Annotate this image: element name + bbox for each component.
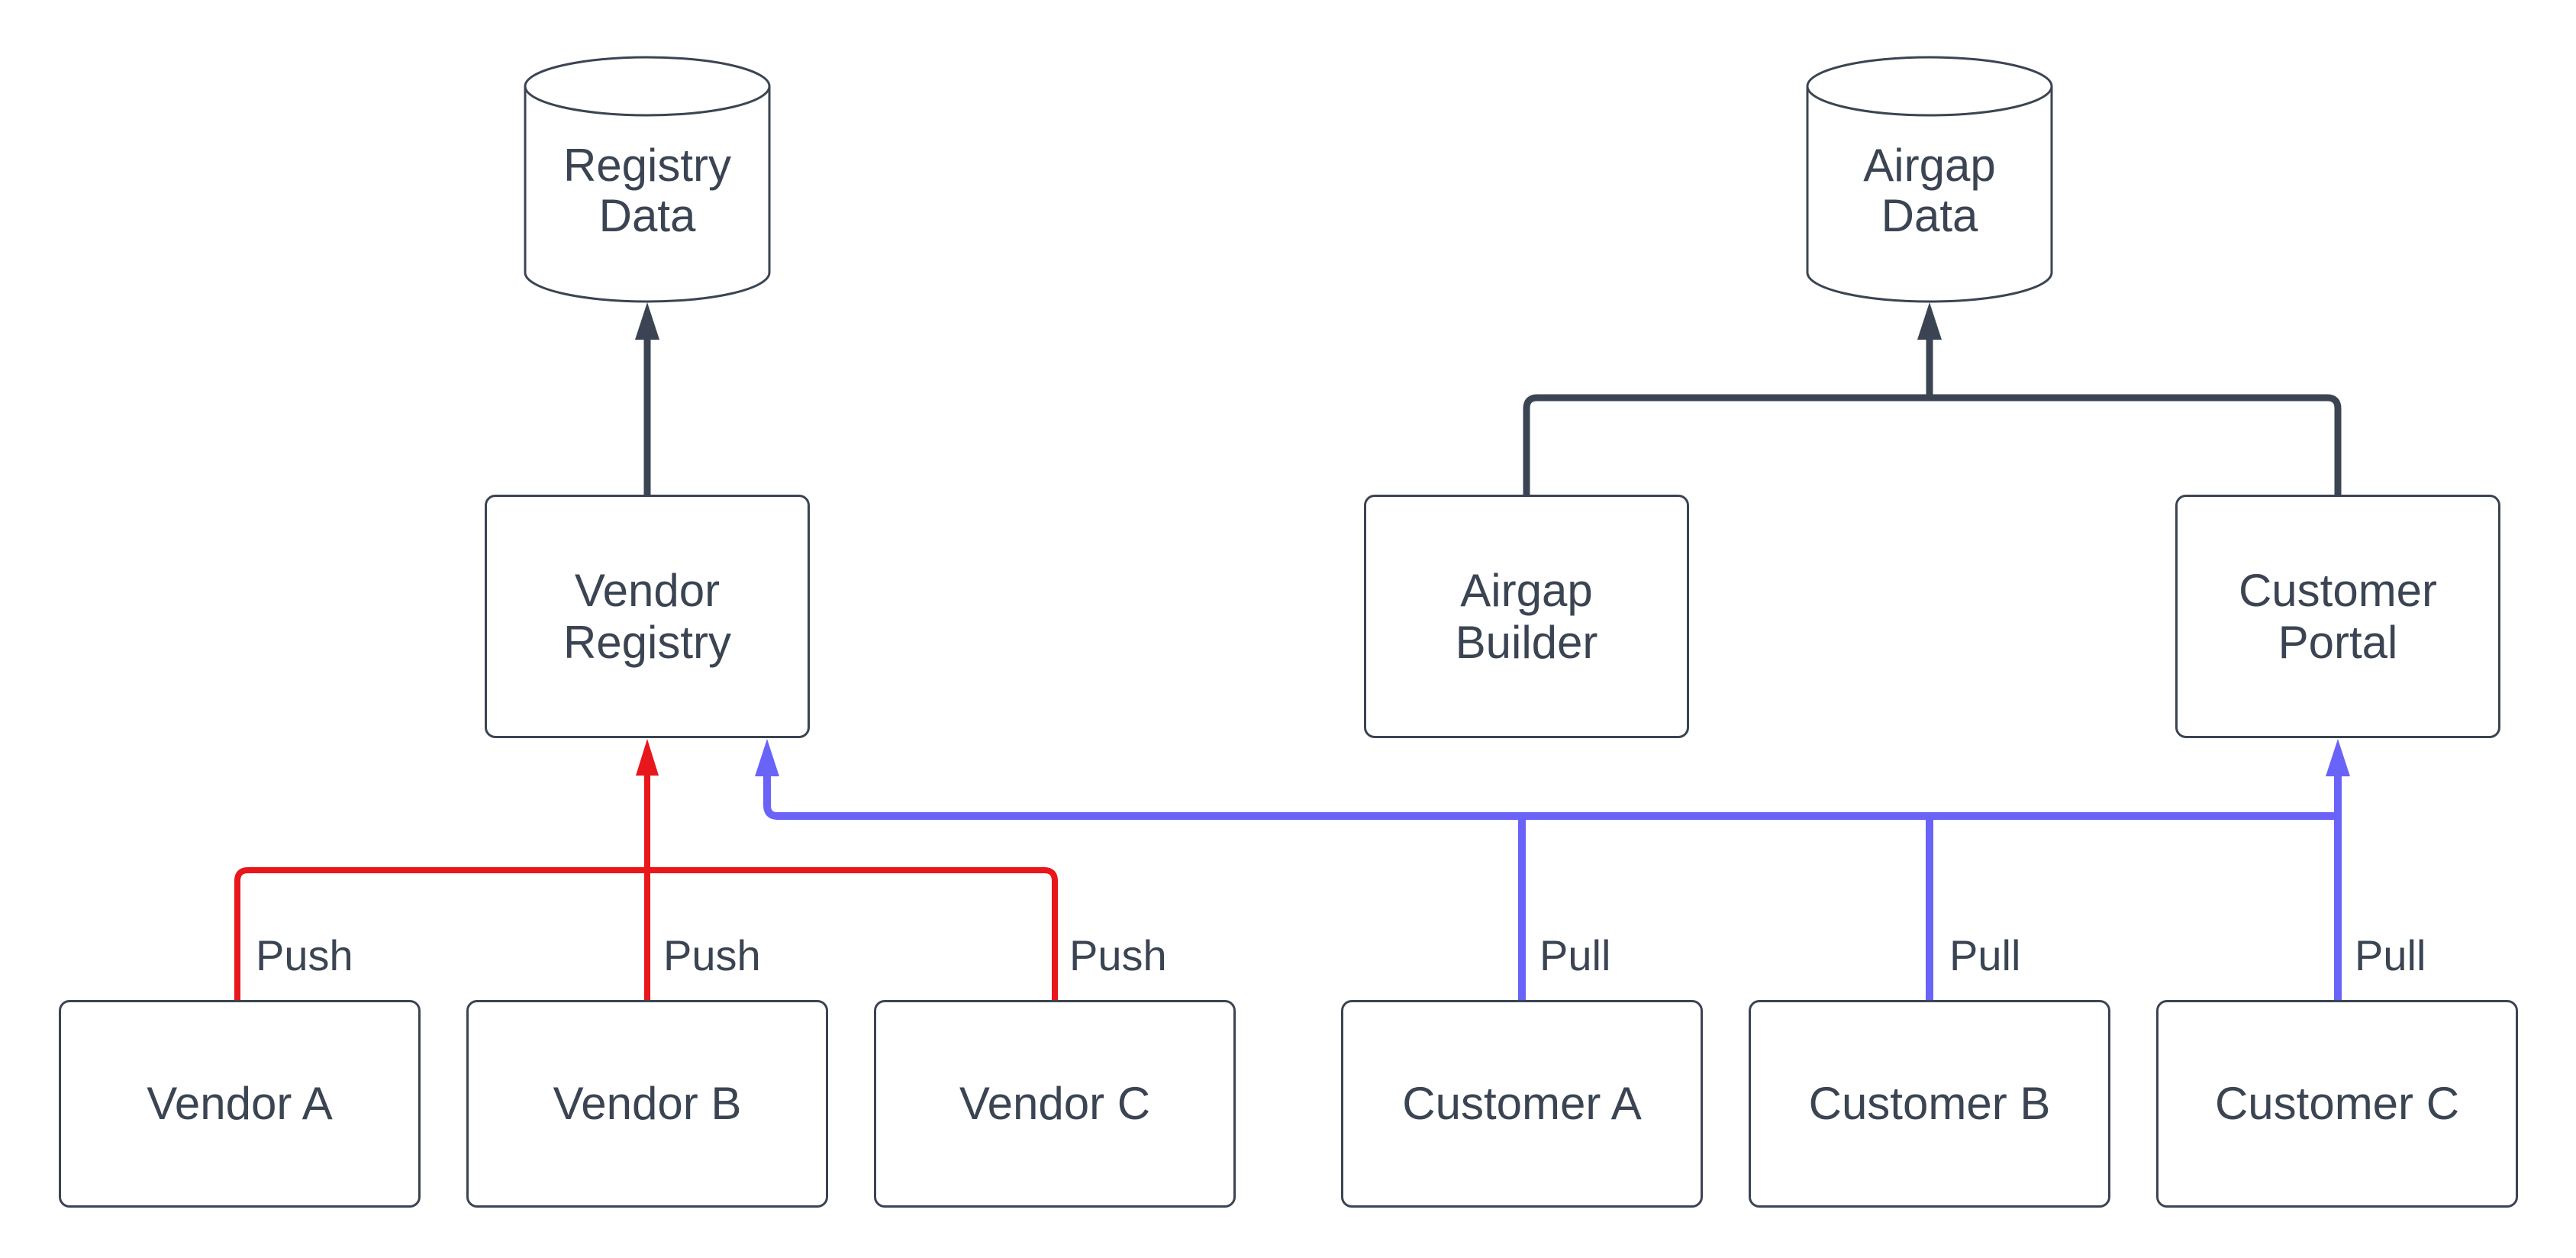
edge-line	[1523, 394, 2342, 495]
node-vendor-registry: Vendor Registry	[485, 495, 810, 738]
label-line: Customer B	[1808, 1078, 2051, 1129]
label-line: Customer A	[1402, 1078, 1642, 1129]
node-customer-a: Customer A	[1341, 1000, 1703, 1208]
cylinder-top	[1806, 56, 2053, 117]
edges-customers-pull	[755, 739, 2350, 1000]
edge-label-push-vendor-a: Push	[256, 931, 353, 979]
cylinder-body	[524, 86, 771, 303]
arrowhead-up-icon	[1917, 302, 1942, 340]
label-line: Portal	[2278, 616, 2398, 668]
label-line: Builder	[1455, 616, 1598, 668]
arrowhead-up-icon	[635, 302, 659, 340]
edge-builder-portal-to-airgap-data	[1523, 302, 2342, 495]
datastore-registry-data-label: Registry Data	[525, 76, 769, 305]
label-line: Registry	[563, 616, 732, 668]
node-vendor-c: Vendor C	[874, 1000, 1236, 1208]
label-line: Vendor C	[959, 1078, 1151, 1129]
label-line: Airgap	[1460, 564, 1593, 616]
label-line: Vendor B	[553, 1078, 742, 1129]
cylinder-top	[524, 56, 771, 117]
cylinder-body	[1806, 86, 2053, 303]
label-line: Airgap	[1863, 140, 1996, 191]
arrowhead-up-icon	[636, 739, 659, 776]
edge-label-pull-customer-c: Pull	[2355, 931, 2426, 979]
datastore-airgap-data-label: Airgap Data	[1807, 76, 2052, 305]
node-vendor-b: Vendor B	[466, 1000, 828, 1208]
label-line: Customer C	[2214, 1078, 2460, 1129]
arrowhead-up-icon	[2326, 739, 2350, 776]
node-vendor-a: Vendor A	[59, 1000, 421, 1208]
edge-label-push-vendor-c: Push	[1069, 931, 1167, 979]
edge-label-push-vendor-b: Push	[663, 931, 761, 979]
label-line: Vendor	[574, 564, 721, 616]
edges-vendors-push	[234, 739, 1058, 1000]
edge-line	[763, 774, 2338, 820]
edge-label-pull-customer-a: Pull	[1539, 931, 1611, 979]
datastore-registry-data-shape	[524, 56, 771, 303]
label-line: Data	[1881, 190, 1978, 241]
label-line: Registry	[563, 140, 732, 191]
datastore-airgap-data-shape	[1806, 56, 2053, 303]
node-customer-b: Customer B	[1749, 1000, 2110, 1208]
label-line: Data	[598, 190, 696, 241]
node-customer-c: Customer C	[2156, 1000, 2518, 1208]
edge-label-pull-customer-b: Pull	[1949, 931, 2021, 979]
arrowhead-up-icon	[755, 739, 779, 776]
label-line: Customer	[2238, 564, 2438, 616]
node-airgap-builder: Airgap Builder	[1364, 495, 1689, 738]
node-customer-portal: Customer Portal	[2175, 495, 2500, 738]
label-line: Vendor A	[147, 1078, 333, 1129]
edge-vendor-registry-to-registry-data	[635, 302, 659, 495]
